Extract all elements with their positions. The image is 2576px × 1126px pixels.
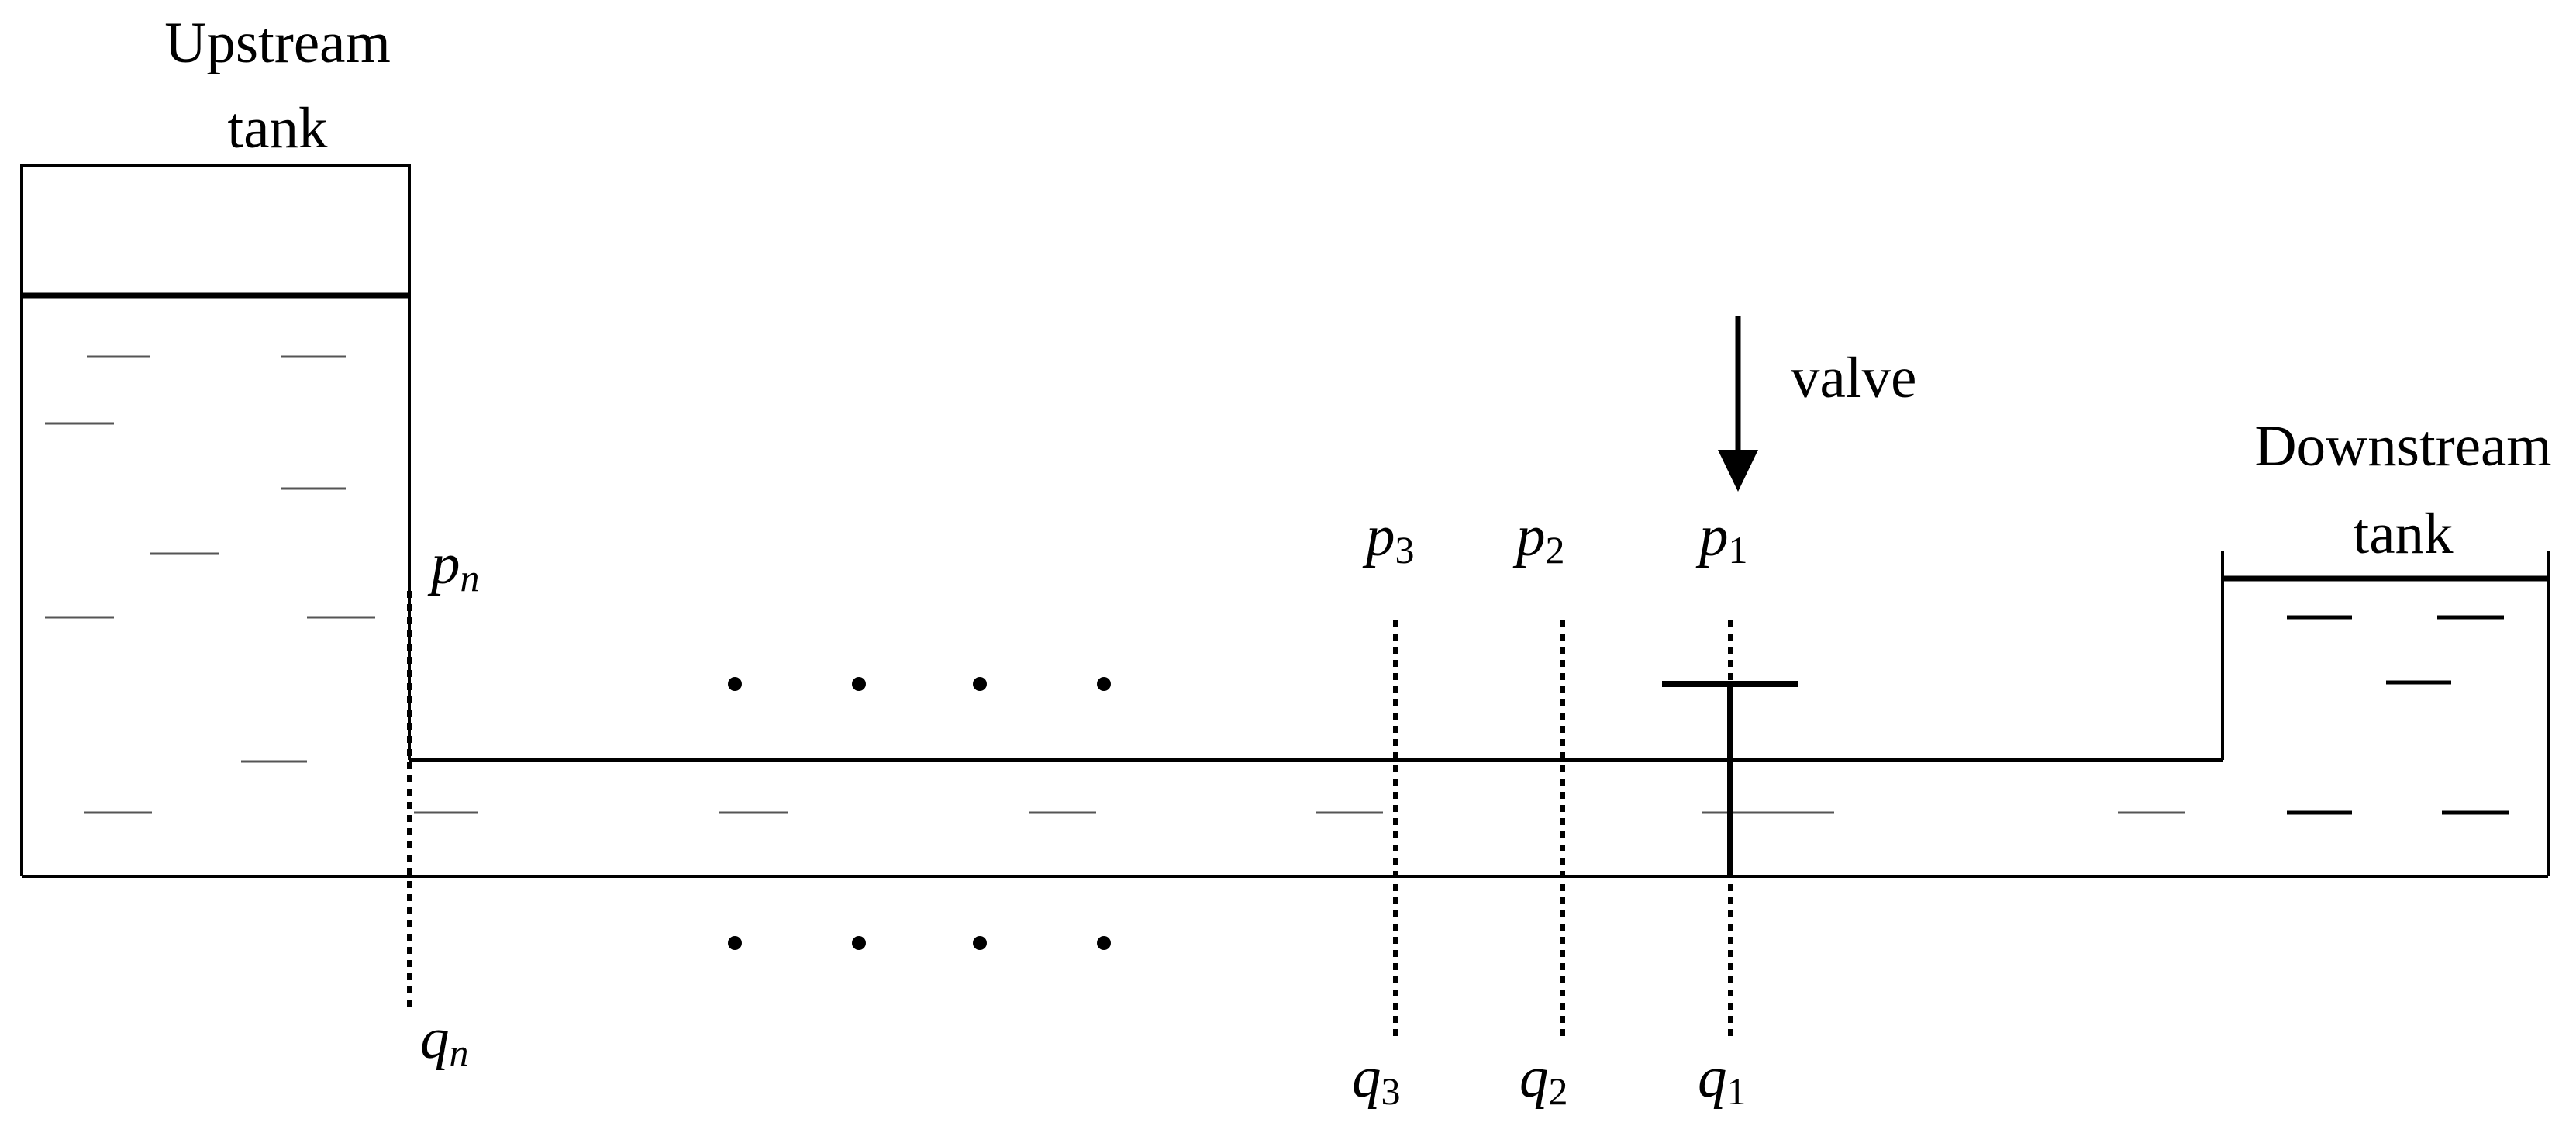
- upstream-tank-label-line1: Upstream: [164, 11, 391, 75]
- valve-arrow-icon: [1718, 316, 1758, 492]
- flow-label-3-var: q: [1352, 1045, 1381, 1110]
- flow-label-n: qn: [420, 1007, 469, 1074]
- pressure-label-1-sub: 1: [1729, 528, 1748, 572]
- valve: [1662, 681, 1798, 878]
- valve-label: valve: [1791, 346, 1916, 410]
- ellipsis-dot: [973, 677, 987, 691]
- flow-label-1: q1: [1698, 1045, 1747, 1113]
- pressure-label-3: p3: [1362, 504, 1415, 572]
- pipe: [22, 551, 2550, 878]
- pressure-label-2-var: p: [1512, 504, 1546, 568]
- pressure-label-n: pn: [427, 532, 480, 599]
- downstream-water-marks: [2287, 615, 2509, 815]
- flow-label-n-var: q: [420, 1007, 450, 1071]
- ellipsis-dot: [728, 936, 742, 950]
- pressure-label-1-var: p: [1695, 504, 1729, 568]
- pressure-label-3-sub: 3: [1395, 528, 1415, 572]
- downstream-tank-label-line1: Downstream: [2254, 414, 2551, 478]
- flow-label-2-sub: 2: [1549, 1069, 1568, 1113]
- flow-label-3: q3: [1352, 1045, 1401, 1113]
- upstream-tank-label-line2: tank: [227, 96, 328, 161]
- downstream-tank-label-line2: tank: [2353, 502, 2454, 566]
- ellipsis-dot: [728, 677, 742, 691]
- ellipsis-dot: [1097, 677, 1111, 691]
- flow-label-1-sub: 1: [1727, 1069, 1747, 1113]
- pressure-label-1: p1: [1695, 504, 1748, 572]
- upstream-tank: [20, 164, 411, 876]
- ellipsis-dot: [852, 936, 866, 950]
- pressure-label-2: p2: [1512, 504, 1565, 572]
- upstream-water-marks: [45, 355, 375, 814]
- pressure-label-n-sub: n: [460, 556, 480, 599]
- pressure-label-n-var: p: [427, 532, 460, 596]
- pressure-label-2-sub: 2: [1546, 528, 1565, 572]
- pressure-label-3-var: p: [1362, 504, 1395, 568]
- ellipsis-dots: [728, 677, 1111, 950]
- ellipsis-dot: [852, 677, 866, 691]
- flow-label-3-sub: 3: [1381, 1069, 1401, 1113]
- flow-label-2: q2: [1519, 1045, 1568, 1113]
- ellipsis-dot: [1097, 936, 1111, 950]
- flow-label-n-sub: n: [450, 1031, 469, 1074]
- flow-label-1-var: q: [1698, 1045, 1727, 1110]
- ellipsis-dot: [973, 936, 987, 950]
- flow-label-2-var: q: [1519, 1045, 1549, 1110]
